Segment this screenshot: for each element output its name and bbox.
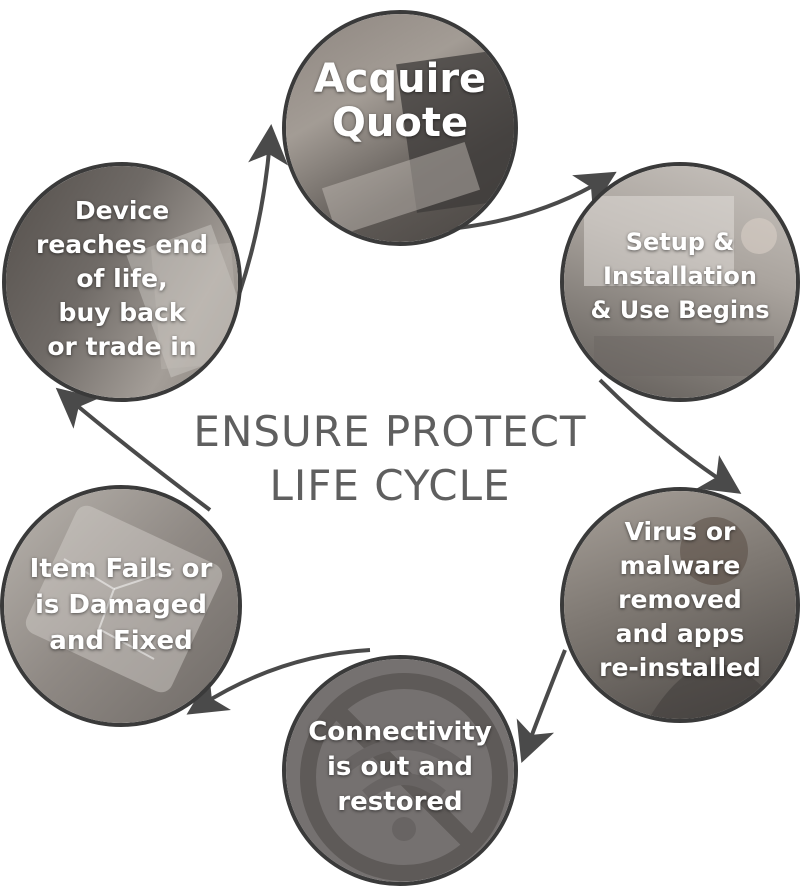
step-label: Item Fails or is Damaged and Fixed [29,554,213,656]
step-label: Connectivity is out and restored [308,717,492,817]
cash-money-photo [6,166,238,398]
laptop-icon [321,49,514,236]
step-setup-installation: Setup & Installation & Use Begins [560,162,800,402]
headset-person-icon [648,517,789,719]
step-item-fails: Item Fails or is Damaged and Fixed [0,485,242,727]
step-label: Virus or malware removed and apps re-ins… [599,517,761,682]
arrow-virus-to-connectivity [516,649,567,763]
step-acquire-quote: Acquire Quote [282,10,518,246]
step-virus-malware: Virus or malware removed and apps re-ins… [560,487,800,723]
step-connectivity: Connectivity is out and restored [282,655,518,886]
classroom-icon [584,196,777,376]
title-line-2: LIFE CYCLE [269,461,511,510]
no-wifi-icon-graphic [300,673,508,881]
cracked-phone-photo [4,489,238,723]
cracked-phone-icon [25,505,223,693]
cash-icon [126,224,238,378]
step-device-end-of-life: Device reaches end of life, buy back or … [2,162,242,402]
diagram-title: ENSURE PROTECT LIFE CYCLE [150,405,630,513]
title-line-1: ENSURE PROTECT [193,407,587,456]
step-label: Acquire Quote [313,56,487,146]
step-label: Device reaches end of life, buy back or … [36,196,208,361]
step-label: Setup & Installation & Use Begins [590,228,770,324]
